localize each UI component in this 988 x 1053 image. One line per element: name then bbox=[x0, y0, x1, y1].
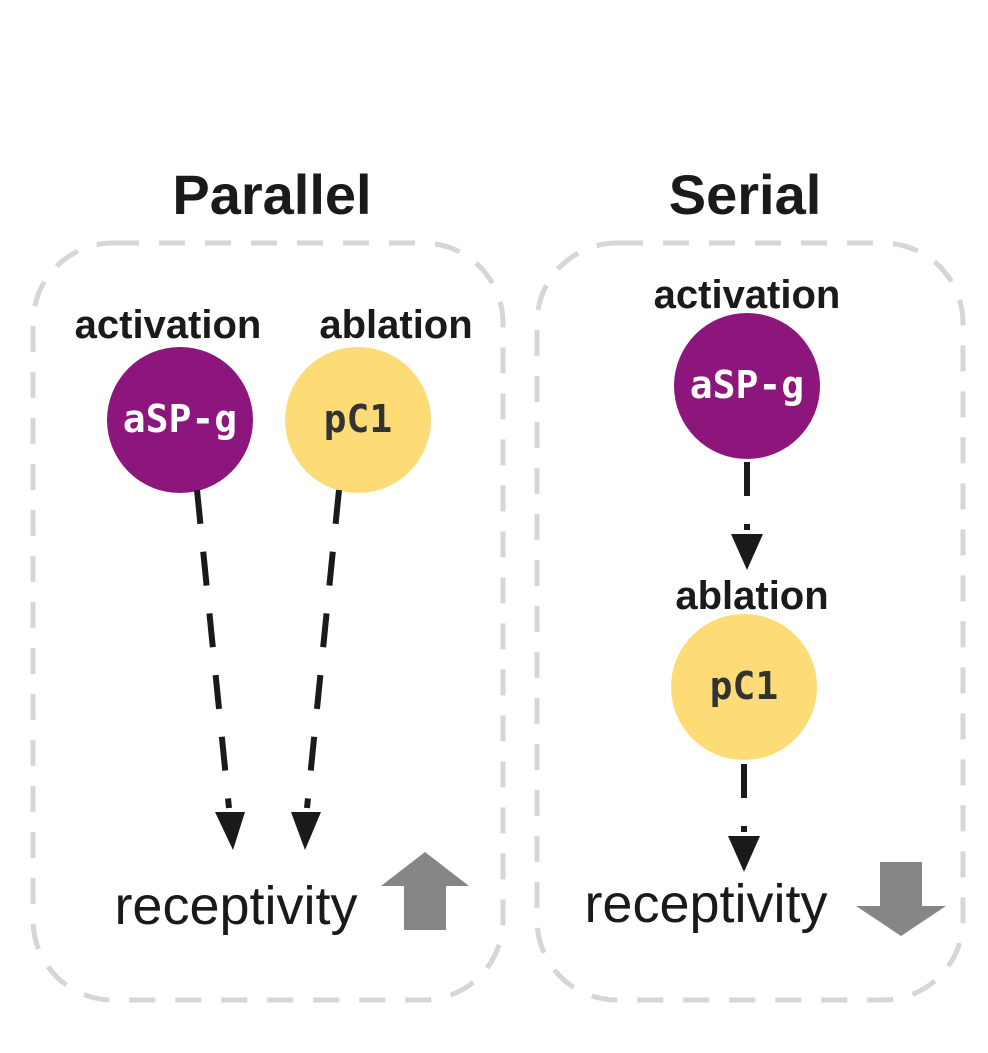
parallel-pc1-circle bbox=[285, 347, 431, 493]
parallel-ablation-label: ablation bbox=[319, 303, 472, 347]
down-arrow-icon bbox=[856, 862, 946, 936]
parallel-pc1-label: pC1 bbox=[324, 397, 393, 441]
serial-asp-g-circle bbox=[674, 313, 820, 459]
parallel-asp-g-circle bbox=[107, 347, 253, 493]
serial-receptivity-label: receptivity bbox=[584, 874, 827, 934]
parallel-pc1-node: pC1 bbox=[285, 347, 431, 493]
parallel-asp-g-to-receptivity-edge bbox=[194, 489, 245, 850]
serial-panel: Serial activation aSP-g ablation pC1 rec… bbox=[534, 163, 966, 1003]
serial-title: Serial bbox=[669, 163, 822, 226]
serial-panel-border bbox=[534, 240, 966, 1003]
parallel-panel: Parallel activation ablation aSP-g pC1 r… bbox=[30, 163, 506, 1003]
serial-ablation-label: ablation bbox=[675, 574, 828, 618]
parallel-activation-label: activation bbox=[75, 303, 262, 347]
serial-pc1-label: pC1 bbox=[710, 664, 779, 708]
parallel-title: Parallel bbox=[172, 163, 371, 226]
serial-asp-g-node: aSP-g bbox=[674, 313, 820, 459]
serial-pc1-to-receptivity-edge bbox=[728, 764, 760, 872]
up-arrow-icon bbox=[381, 852, 469, 930]
parallel-asp-g-node: aSP-g bbox=[107, 347, 253, 493]
serial-asp-g-label: aSP-g bbox=[690, 363, 804, 407]
parallel-panel-border bbox=[30, 240, 506, 1003]
parallel-asp-g-label: aSP-g bbox=[123, 397, 237, 441]
parallel-pc1-to-receptivity-edge bbox=[291, 489, 342, 850]
serial-activation-label: activation bbox=[654, 273, 841, 317]
serial-pc1-circle bbox=[671, 614, 817, 760]
parallel-receptivity-label: receptivity bbox=[114, 876, 357, 936]
serial-pc1-node: pC1 bbox=[671, 614, 817, 760]
serial-asp-g-to-pc1-edge bbox=[731, 462, 763, 570]
